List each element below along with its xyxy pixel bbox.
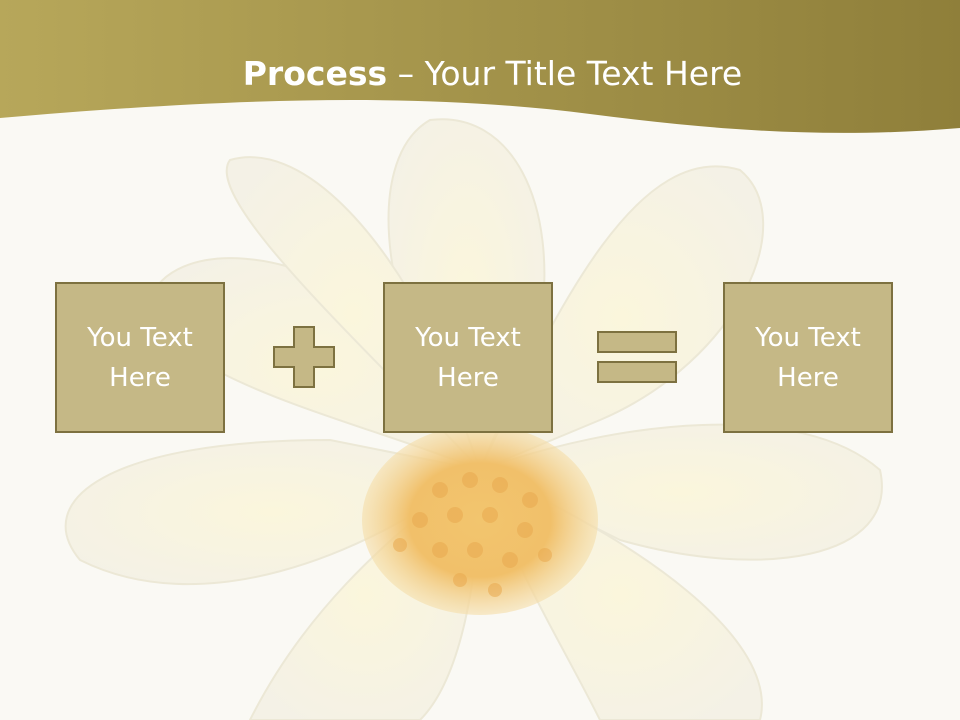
plus-icon	[273, 326, 335, 388]
text-box-1-label: You Text Here	[87, 322, 193, 393]
text-box-2-label: You Text Here	[415, 322, 521, 393]
text-box-3[interactable]: You Text Here	[723, 282, 893, 433]
equals-icon	[597, 331, 677, 383]
text-box-3-label: You Text Here	[755, 322, 861, 393]
title-bold-text: Process	[242, 54, 388, 93]
slide-title: Process – Your Title Text Here	[0, 52, 960, 96]
title-text: – Your Title Text Here	[387, 54, 743, 93]
text-box-2[interactable]: You Text Here	[383, 282, 553, 433]
text-box-1[interactable]: You Text Here	[55, 282, 225, 433]
header-band	[0, 0, 960, 133]
